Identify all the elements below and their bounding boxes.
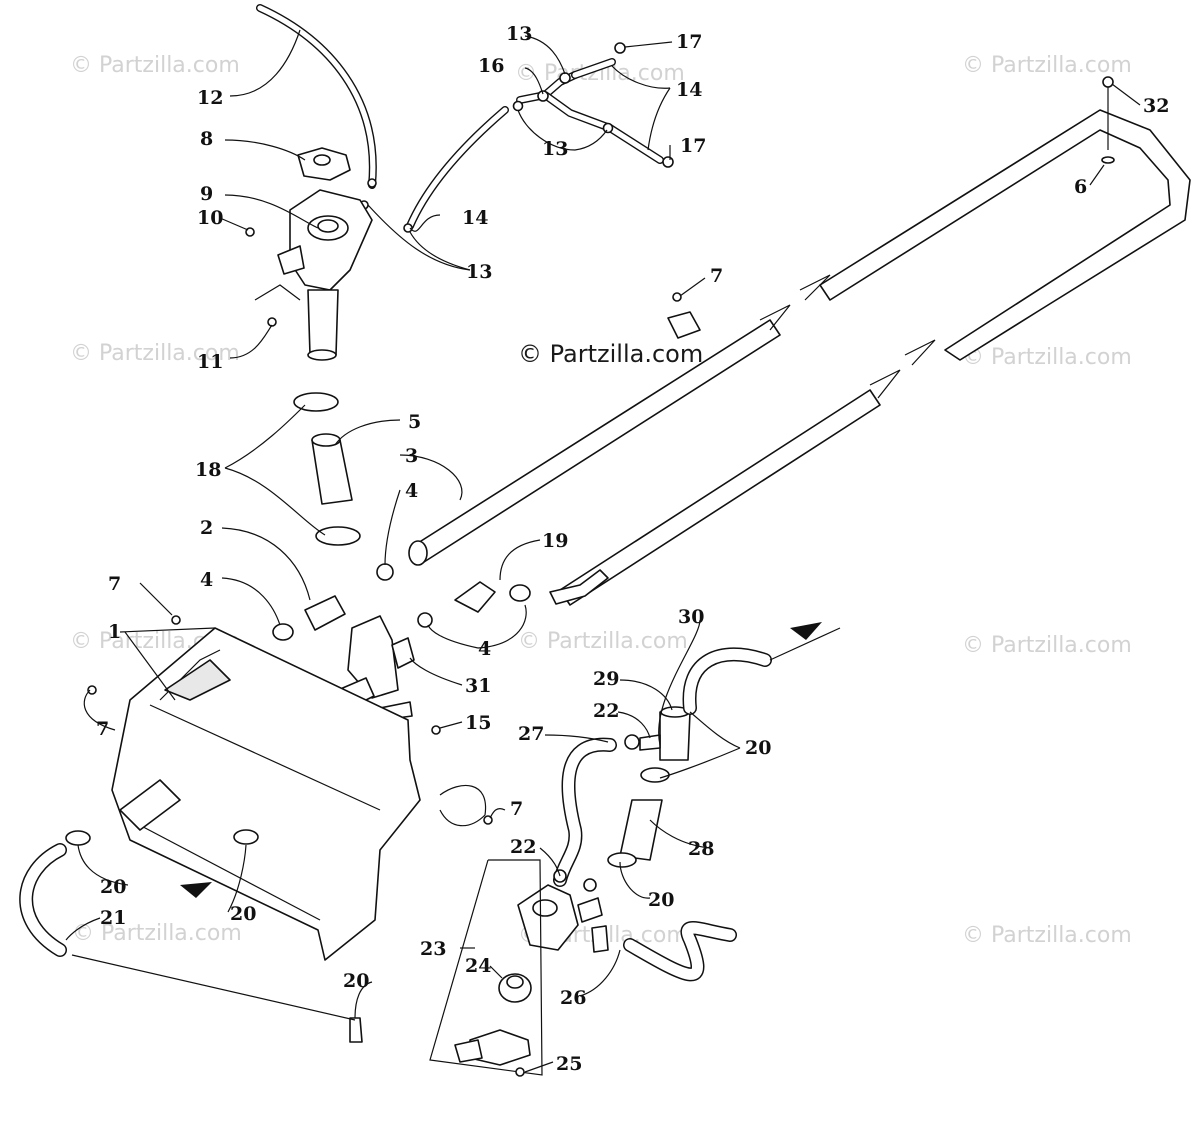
- hose-5: [311, 433, 353, 505]
- coupler-2: [272, 595, 346, 641]
- radiator-1: [111, 627, 487, 961]
- callout-23: 23: [420, 938, 446, 960]
- callout-26: 26: [560, 987, 586, 1009]
- bolt-15-icon: [431, 725, 441, 735]
- bolt-32: [1101, 76, 1115, 164]
- callout-28: 28: [688, 838, 714, 860]
- bracket-7: [87, 292, 701, 825]
- callout-7: 7: [710, 265, 723, 287]
- callout-3: 3: [405, 445, 418, 467]
- callout-13: 13: [506, 23, 532, 45]
- callout-20: 20: [648, 889, 674, 911]
- tee-fitting-29: [639, 706, 691, 783]
- callout-8: 8: [200, 128, 213, 150]
- radiator-cap-8: [297, 147, 351, 181]
- callout-labels: 12 8 9 10 11 13 16 13 17 14 17 14 13 32 …: [96, 23, 1169, 1075]
- callout-16: 16: [478, 55, 504, 77]
- callout-12: 12: [197, 87, 223, 109]
- callout-18: 18: [195, 459, 221, 481]
- callout-4: 4: [478, 638, 491, 660]
- callout-29: 29: [593, 668, 619, 690]
- overflow-hose-12: [256, 4, 377, 189]
- callout-11: 11: [197, 351, 223, 373]
- hose-28: [607, 799, 663, 868]
- callout-9: 9: [200, 183, 213, 205]
- hose-19: [417, 569, 609, 628]
- center-watermark: © Partzilla.com: [518, 340, 703, 368]
- callout-6: 6: [1074, 176, 1087, 198]
- watermark: © Partzilla.com: [518, 629, 688, 654]
- callout-15: 15: [465, 712, 491, 734]
- callout-13: 13: [466, 261, 492, 283]
- callout-30: 30: [678, 606, 704, 628]
- callout-32: 32: [1143, 95, 1169, 117]
- callout-10: 10: [197, 207, 223, 229]
- filler-neck-9: [245, 189, 373, 361]
- washer-6-icon: [1101, 156, 1115, 164]
- callout-7: 7: [108, 573, 121, 595]
- watermark: © Partzilla.com: [962, 345, 1132, 370]
- callout-24: 24: [465, 955, 491, 977]
- watermark: © Partzilla.com: [70, 53, 240, 78]
- watermark: © Partzilla.com: [962, 633, 1132, 658]
- watermark: © Partzilla.com: [70, 341, 240, 366]
- bolt-11-icon: [267, 317, 277, 327]
- leader-lines: [65, 29, 1141, 1073]
- callout-20: 20: [343, 970, 369, 992]
- callout-27: 27: [518, 723, 544, 745]
- hose-30: [682, 622, 841, 715]
- connector-20: [349, 1017, 363, 1043]
- callout-2: 2: [200, 517, 213, 539]
- clamp-4-icon: [376, 563, 394, 581]
- callout-4: 4: [200, 569, 213, 591]
- callout-20: 20: [230, 903, 256, 925]
- callout-20: 20: [745, 737, 771, 759]
- hose-clamp-18: [293, 392, 361, 546]
- bolt-25-icon: [515, 1067, 525, 1077]
- thermostat-cover: [454, 1029, 531, 1077]
- callout-14: 14: [676, 79, 702, 101]
- callout-25: 25: [556, 1053, 582, 1075]
- callout-17: 17: [676, 31, 702, 53]
- callout-22: 22: [593, 700, 619, 722]
- callout-5: 5: [408, 411, 421, 433]
- callout-17: 17: [680, 135, 706, 157]
- thermostat-housing-23: [429, 859, 603, 1076]
- callout-13: 13: [542, 138, 568, 160]
- callout-21: 21: [100, 907, 126, 929]
- callout-20: 20: [100, 876, 126, 898]
- callout-14: 14: [462, 207, 488, 229]
- callout-19: 19: [542, 530, 568, 552]
- callout-7: 7: [510, 798, 523, 820]
- watermark: © Partzilla.com: [962, 923, 1132, 948]
- hose-26: [591, 921, 737, 982]
- thermostat-24: [498, 973, 532, 1003]
- flow-arrow-icon: [790, 622, 822, 640]
- callout-4: 4: [405, 480, 418, 502]
- watermark: © Partzilla.com: [72, 921, 242, 946]
- callout-31: 31: [465, 675, 491, 697]
- callout-22: 22: [510, 836, 536, 858]
- vent-tube-assembly-14: [359, 42, 674, 233]
- hose-27: [553, 734, 640, 887]
- callout-1: 1: [108, 621, 121, 643]
- callout-7: 7: [96, 718, 109, 740]
- watermark: © Partzilla.com: [962, 53, 1132, 78]
- clamp-17-icon: [614, 42, 626, 54]
- flow-arrow-icon: [180, 882, 212, 898]
